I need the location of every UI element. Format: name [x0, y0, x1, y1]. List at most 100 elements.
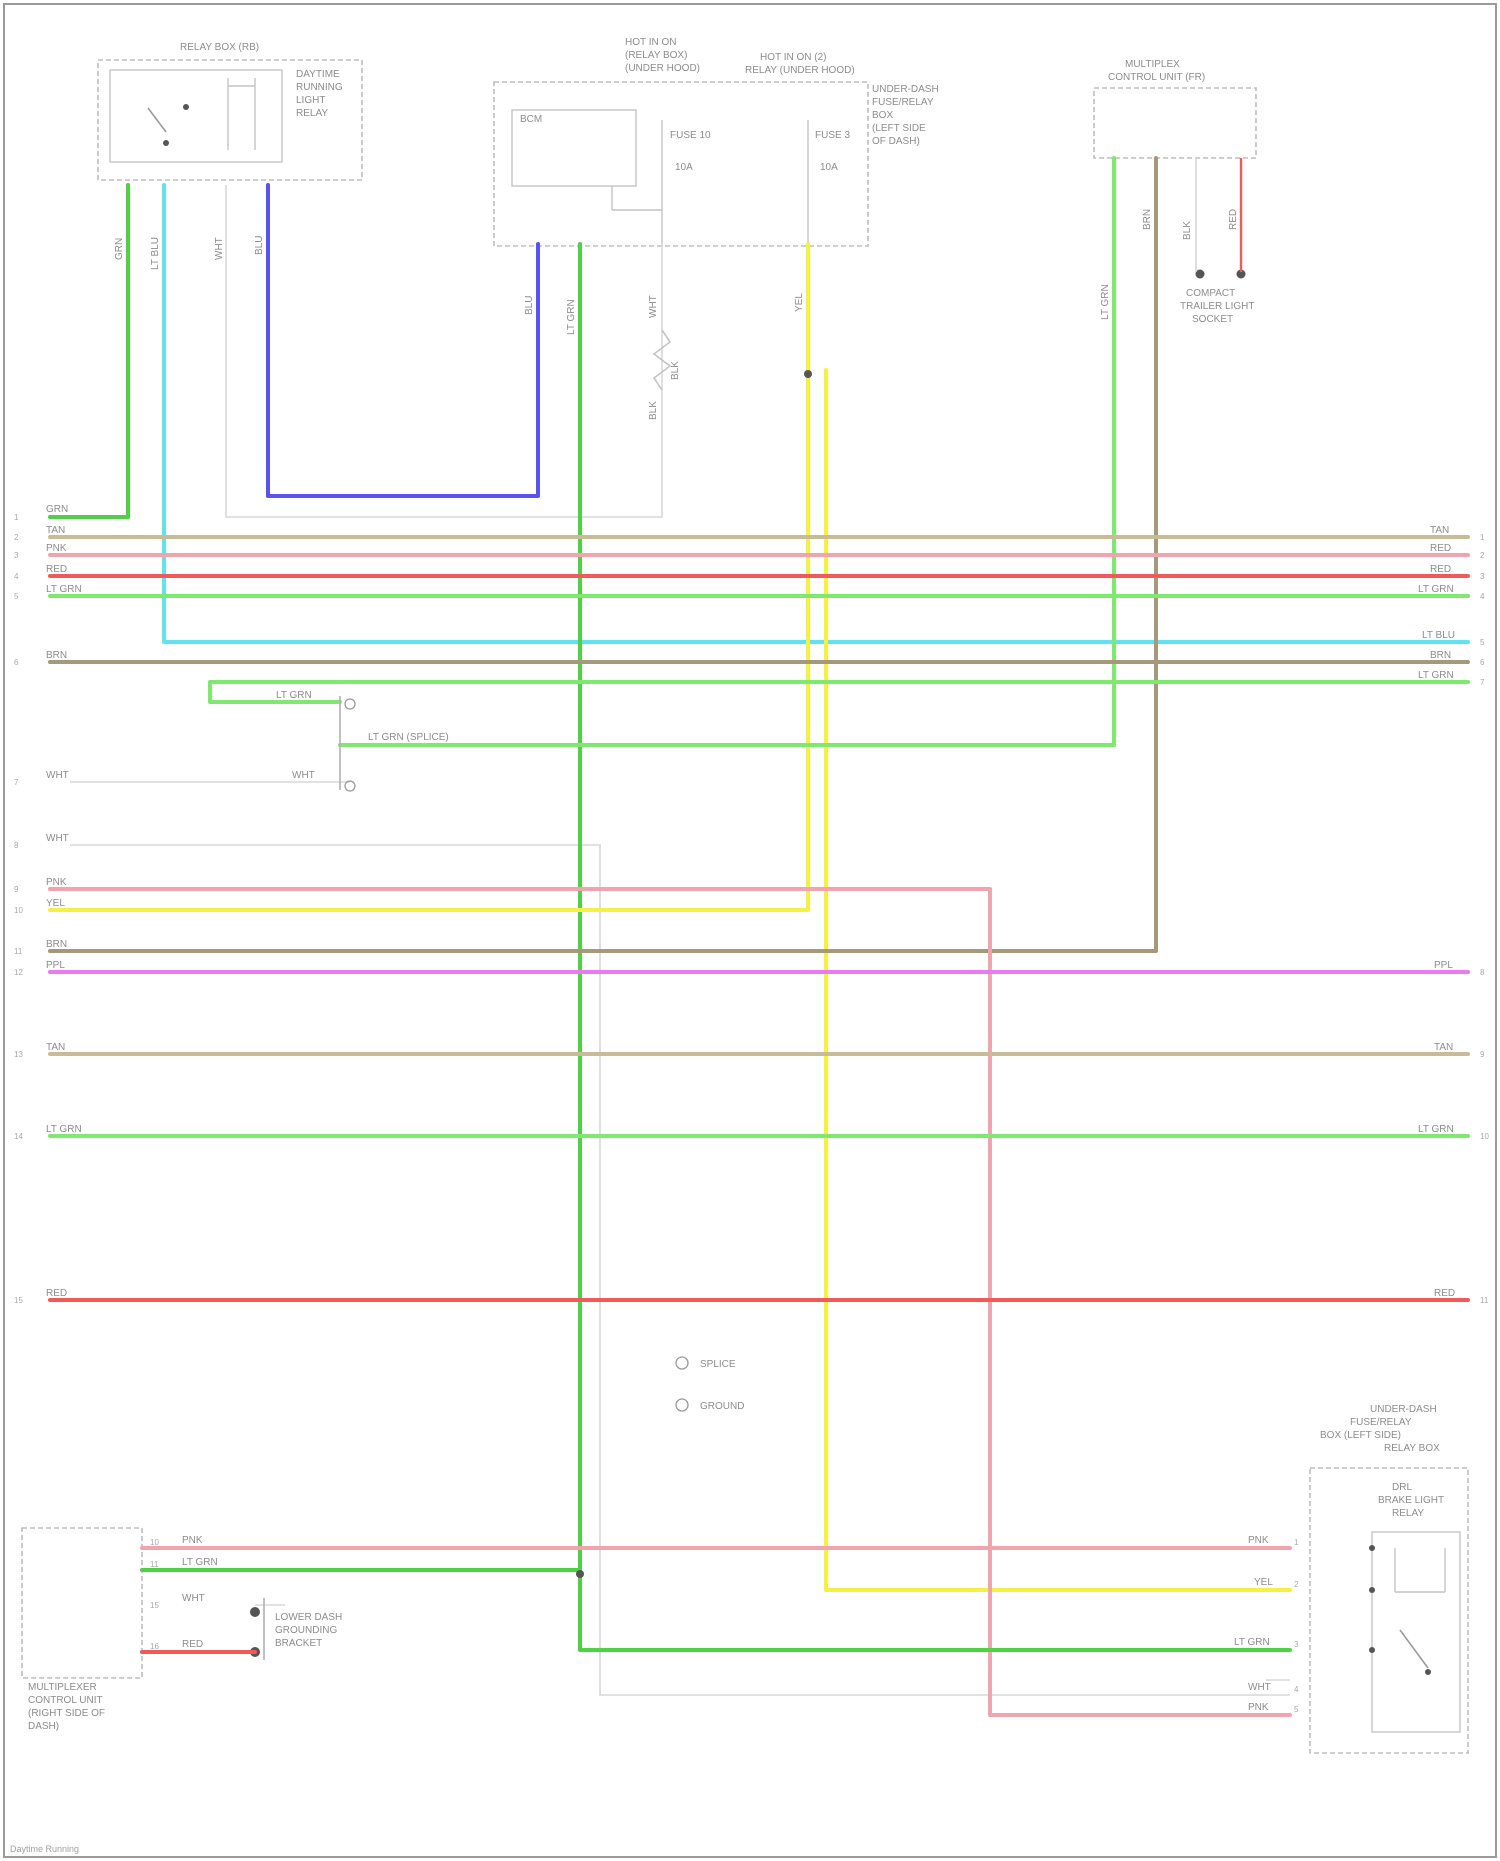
bcm-label: BCM: [520, 114, 542, 125]
fuse-block-mid-title-1: HOT IN ON (2): [760, 52, 826, 63]
bl-pin-1-wire: PNK: [182, 1535, 203, 1546]
left-row-7-num: 7: [14, 778, 19, 787]
fuse-b-label: FUSE 3: [815, 130, 850, 141]
left-row-8-num: 8: [14, 841, 19, 850]
left-row-14-num: 14: [14, 1132, 23, 1141]
left-ground-label-1: LOWER DASH: [275, 1612, 342, 1623]
vlabel-v5: BLU: [524, 296, 535, 315]
right-ground-label-3: SOCKET: [1192, 314, 1233, 325]
vlabel-v12: RED: [1228, 209, 1239, 230]
right-row-7-num: 7: [1480, 678, 1485, 687]
fuse-side-caption-2: FUSE/RELAY: [872, 97, 934, 108]
vertical-wire-labels: GRN LT BLU WHT BLU BLU LT GRN WHT YEL LT…: [114, 209, 1239, 335]
left-row-13-num: 13: [14, 1050, 23, 1059]
left-row-4-num: 4: [14, 572, 19, 581]
relay-box: RELAY BOX (RB) DAYTIME RUNNING LIGHT REL…: [98, 42, 362, 180]
left-row-2-wire: TAN: [46, 525, 65, 536]
br-pin-4-num: 4: [1294, 1685, 1299, 1694]
left-row-7-wire: WHT: [46, 770, 69, 781]
fuse-block-group: HOT IN ON (RELAY BOX) (UNDER HOOD) HOT I…: [494, 37, 939, 246]
left-row-14-wire: LT GRN: [46, 1124, 82, 1135]
fuse-block-left-title-3: (UNDER HOOD): [625, 63, 700, 74]
bl-pin-3-wire: WHT: [182, 1593, 205, 1604]
fuse-block-mid-title-2: RELAY (UNDER HOOD): [745, 65, 855, 76]
vlabel-v1: GRN: [114, 238, 125, 260]
left-module-caption-2: CONTROL UNIT: [28, 1695, 103, 1706]
left-row-9-wire: PNK: [46, 877, 67, 888]
right-relay-title-1: UNDER-DASH: [1370, 1404, 1437, 1415]
right-row-11-num: 11: [1480, 1296, 1489, 1305]
left-module-caption-1: MULTIPLEXER: [28, 1682, 97, 1693]
right-row-4-wire: LT GRN: [1418, 584, 1454, 595]
right-row-11-wire: RED: [1434, 1288, 1455, 1299]
bl-pin-1-num: 10: [150, 1538, 159, 1547]
left-ground-label-3: BRACKET: [275, 1638, 322, 1649]
relay-box-caption-4: RELAY: [296, 108, 328, 119]
legend-ground: GROUND: [700, 1401, 744, 1412]
br-pin-3-num: 3: [1294, 1640, 1299, 1649]
relay-box-caption-1: DAYTIME: [296, 69, 340, 80]
left-row-9-num: 9: [14, 885, 19, 894]
left-row-11-wire: BRN: [46, 939, 67, 950]
right-row-6-num: 6: [1480, 658, 1485, 667]
vlabel-v9: LT GRN: [1100, 284, 1111, 320]
mid-label-join-a: LT GRN: [276, 690, 312, 701]
left-row-6-num: 6: [14, 658, 19, 667]
right-row-10-wire: LT GRN: [1418, 1124, 1454, 1135]
left-row-5-wire: LT GRN: [46, 584, 82, 595]
br-pin-2-num: 2: [1294, 1580, 1299, 1589]
right-relay-title-2: FUSE/RELAY: [1350, 1417, 1412, 1428]
fuse-a-label: FUSE 10: [670, 130, 711, 141]
right-relay-caption-2: BRAKE LIGHT: [1378, 1495, 1444, 1506]
left-module-caption-3: (RIGHT SIDE OF: [28, 1708, 105, 1719]
bl-pin-4-wire: RED: [182, 1639, 203, 1650]
vlabel-v2: LT BLU: [150, 237, 161, 270]
bl-pin-3-num: 15: [150, 1601, 159, 1610]
left-ground-label-2: GROUNDING: [275, 1625, 337, 1636]
left-row-5-num: 5: [14, 592, 19, 601]
right-relay-title-4: RELAY BOX: [1384, 1443, 1440, 1454]
right-row-8-num: 8: [1480, 968, 1485, 977]
br-pin-5-wire: PNK: [1248, 1702, 1269, 1713]
mid-label-join-b: LT GRN (SPLICE): [368, 732, 449, 743]
left-row-3-num: 3: [14, 551, 19, 560]
left-row-1-num: 1: [14, 513, 19, 522]
left-row-12-wire: PPL: [46, 960, 65, 971]
right-relay-caption-1: DRL: [1392, 1482, 1412, 1493]
relay-box-caption-3: LIGHT: [296, 95, 325, 106]
fuse-b-amp: 10A: [820, 162, 838, 173]
left-row-15-num: 15: [14, 1296, 23, 1305]
right-row-1-num: 1: [1480, 533, 1485, 542]
right-relay-caption-3: RELAY: [1392, 1508, 1424, 1519]
fuse-block-left-title-1: HOT IN ON: [625, 37, 676, 48]
bl-pin-2-num: 11: [150, 1560, 159, 1569]
footer-caption: Daytime Running: [10, 1844, 79, 1854]
relay-box-title: RELAY BOX (RB): [180, 42, 259, 53]
left-row-3-wire: PNK: [46, 543, 67, 554]
legend: SPLICE GROUND: [676, 1357, 744, 1412]
left-row-11-num: 11: [14, 947, 23, 956]
fuse-side-caption-4: (LEFT SIDE: [872, 123, 926, 134]
right-row-9-num: 9: [1480, 1050, 1485, 1059]
bottom-left-pins: 10 PNK 11 LT GRN 15 WHT 16 RED: [150, 1535, 218, 1651]
right-relay-title-3: BOX (LEFT SIDE): [1320, 1430, 1401, 1441]
right-row-4-num: 4: [1480, 592, 1485, 601]
left-row-4-wire: RED: [46, 564, 67, 575]
right-row-1-wire: TAN: [1430, 525, 1449, 536]
vlabel-v4: BLU: [254, 236, 265, 255]
left-row-8-wire: WHT: [46, 833, 69, 844]
left-row-12-num: 12: [14, 968, 23, 977]
right-row-5-num: 5: [1480, 638, 1485, 647]
vlabel-v8: YEL: [794, 293, 805, 312]
mid-label-join-c: WHT: [292, 770, 315, 781]
br-pin-1-num: 1: [1294, 1538, 1299, 1547]
left-row-10-wire: YEL: [46, 898, 65, 909]
br-pin-3-wire: LT GRN: [1234, 1637, 1270, 1648]
right-module: MULTIPLEX CONTROL UNIT (FR) COMPACT TRAI…: [1094, 59, 1256, 325]
right-row-9-wire: TAN: [1434, 1042, 1453, 1053]
br-pin-1-wire: PNK: [1248, 1535, 1269, 1546]
right-row-3-num: 3: [1480, 572, 1485, 581]
br-pin-4-wire: WHT: [1248, 1682, 1271, 1693]
right-module-title-2: CONTROL UNIT (FR): [1108, 72, 1205, 83]
